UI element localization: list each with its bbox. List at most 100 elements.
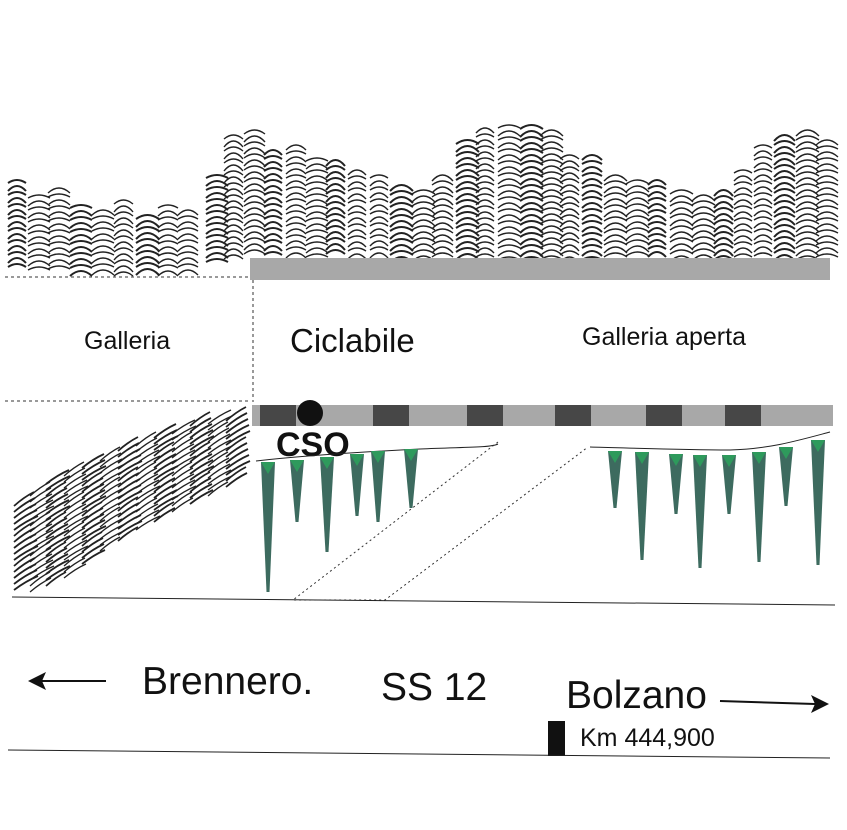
rock-hatch-stroke: [27, 230, 51, 235]
rock-hatch-stroke: [733, 229, 753, 234]
rock-hatch-stroke: [647, 191, 667, 198]
rock-hatch-stroke: [205, 222, 229, 227]
rock-hatch-stroke: [135, 214, 160, 220]
micropile-head: [320, 457, 334, 469]
rock-hatch-stroke: [285, 228, 307, 235]
rock-hatch-stroke: [713, 195, 734, 201]
rock-hatch-stroke: [81, 549, 106, 565]
rock-hatch-stroke: [815, 145, 839, 150]
rock-hatch-stroke: [177, 263, 199, 268]
rock-hatch-stroke: [669, 189, 694, 195]
rock-hatch-stroke: [581, 208, 603, 213]
rock-hatch-stroke: [135, 250, 160, 256]
rock-hatch-stroke: [117, 442, 140, 458]
rock-hatch-stroke: [815, 163, 839, 170]
rock-hatch-stroke: [773, 194, 796, 202]
rock-hatch-stroke: [773, 206, 796, 214]
rock-hatch-stroke: [559, 214, 580, 220]
rock-hatch-stroke: [497, 160, 521, 165]
rock-hatch-stroke: [431, 240, 454, 246]
rock-hatch-stroke: [539, 225, 564, 233]
rock-hatch-stroke: [753, 204, 773, 209]
rock-hatch-stroke: [497, 202, 521, 209]
rock-hatch-stroke: [411, 201, 436, 207]
rock-hatch-stroke: [223, 176, 244, 184]
rock-hatch-stroke: [243, 195, 266, 203]
rock-hatch-stroke: [625, 221, 650, 229]
rock-hatch-stroke: [29, 487, 52, 503]
micropile-shaft: [371, 451, 385, 522]
rock-hatch-stroke: [431, 234, 454, 242]
rock-hatch-stroke: [27, 254, 51, 259]
rock-hatch-stroke: [475, 151, 495, 158]
rock-hatch-stroke: [13, 545, 39, 561]
micropile-shaft: [404, 449, 418, 508]
rock-hatch-stroke: [733, 235, 753, 242]
rock-hatch-stroke: [539, 237, 564, 245]
rock-hatch-stroke: [207, 439, 232, 455]
rock-hatch-stroke: [389, 208, 414, 216]
rock-hatch-stroke: [539, 201, 564, 209]
rock-hatch-stroke: [135, 238, 160, 244]
rock-hatch-stroke: [207, 433, 231, 449]
rock-hatch-stroke: [559, 172, 580, 180]
rock-hatch-stroke: [135, 473, 159, 489]
rock-hatch-stroke: [189, 429, 214, 445]
rock-hatch-stroke: [171, 449, 196, 465]
excavation-dotted-outline: [291, 441, 589, 601]
rock-hatch-stroke: [7, 233, 27, 240]
rock-hatch-stroke: [205, 246, 229, 251]
rock-hatch-stroke: [135, 268, 160, 276]
rock-hatch-stroke: [157, 204, 179, 209]
rock-hatch-stroke: [157, 234, 179, 241]
rock-hatch-stroke: [157, 258, 179, 265]
rock-hatch-stroke: [91, 257, 115, 264]
rock-hatch-stroke: [157, 228, 179, 233]
rock-hatch-stroke: [113, 211, 134, 217]
rock-hatch-stroke: [347, 187, 367, 192]
rock-hatch-stroke: [325, 177, 346, 183]
rock-hatch-stroke: [91, 209, 115, 216]
rock-hatch-stroke: [497, 196, 521, 201]
rock-hatch-stroke: [63, 551, 85, 567]
rock-hatch-stroke: [157, 210, 179, 217]
rock-hatch-stroke: [325, 237, 346, 243]
rock-hatch-stroke: [795, 135, 820, 141]
rock-hatch-stroke: [13, 575, 39, 591]
rock-hatch-stroke: [497, 154, 521, 161]
rock-hatch-stroke: [305, 205, 329, 210]
rock-hatch-stroke: [519, 196, 544, 202]
rock-hatch-stroke: [795, 207, 820, 213]
rock-hatch-stroke: [263, 155, 283, 160]
rock-hatch-stroke: [171, 419, 196, 435]
rock-hatch-stroke: [625, 197, 650, 205]
rock-hatch-stroke: [157, 240, 179, 245]
rock-hatch-stroke: [81, 453, 105, 469]
rock-hatch-stroke: [455, 175, 480, 181]
rock-hatch-stroke: [455, 163, 480, 169]
rock-hatch-stroke: [63, 521, 85, 537]
rock-hatch-stroke: [733, 217, 753, 222]
rock-hatch-stroke: [69, 246, 93, 253]
rock-hatch-stroke: [7, 203, 27, 208]
rock-hatch-stroke: [773, 236, 796, 242]
rock-hatch-stroke: [815, 181, 839, 186]
rock-hatch-stroke: [29, 529, 54, 545]
rock-hatch-stroke: [475, 235, 495, 242]
micropile-shaft: [693, 455, 707, 568]
rock-hatch-stroke: [157, 252, 179, 257]
rock-hatch-stroke: [117, 436, 139, 452]
rock-hatch-stroke: [305, 211, 329, 218]
micropile: [669, 454, 683, 514]
rock-hatch-stroke: [69, 216, 93, 221]
rock-hatch-stroke: [325, 195, 346, 203]
micropile: [290, 460, 304, 522]
rock-hatch-stroke: [135, 461, 157, 477]
micropile-head: [290, 460, 304, 472]
rock-hatch-stroke: [45, 547, 68, 563]
rock-hatch-stroke: [815, 169, 839, 174]
rock-hatch-stroke: [347, 205, 367, 212]
rock-hatch-stroke: [225, 442, 248, 458]
rock-hatch-stroke: [581, 178, 603, 185]
rock-hatch-stroke: [81, 543, 105, 559]
